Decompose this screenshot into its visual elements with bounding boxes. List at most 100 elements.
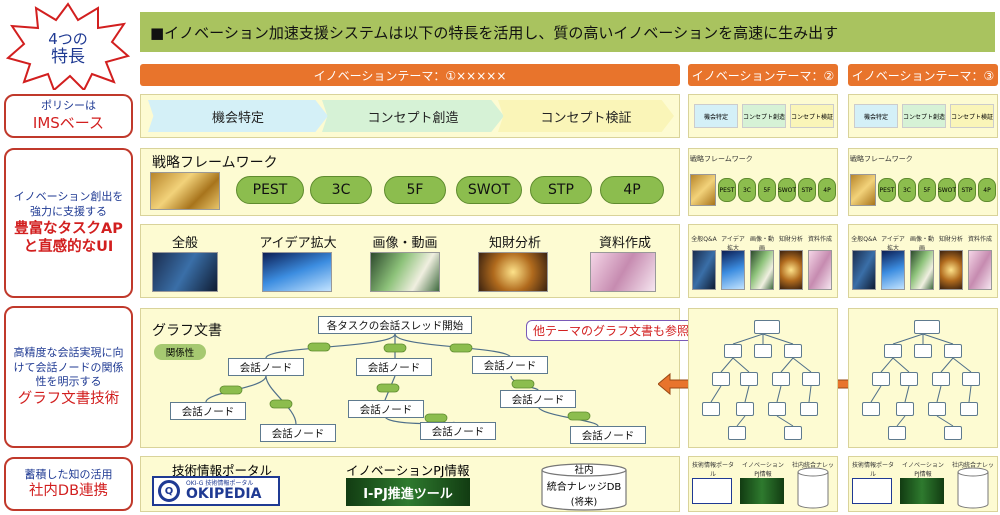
theme-3-cat-image-4	[939, 250, 963, 290]
kb-line2: 統合ナレッジDB	[547, 480, 622, 493]
theme-3-pill-6: 4P	[978, 178, 996, 202]
graph-node-6: 会話ノード	[500, 390, 576, 408]
theme-3-graph-node	[896, 402, 914, 416]
theme-2-db-label-2: イノベーションPJ情報	[742, 462, 784, 478]
media-image	[370, 252, 440, 292]
theme-2-graph-edges	[710, 333, 812, 427]
feature-banner: ■イノベーション加速支援システムは以下の特長を活用し、質の高いイノベーションを高…	[140, 12, 995, 52]
theme-3-kb-cylinder	[957, 467, 989, 509]
kb-line3: (将来)	[571, 497, 597, 508]
graph-root-node: 各タスクの会話スレッド開始	[318, 316, 472, 334]
pill-3c: 3C	[310, 176, 372, 204]
theme-3-cat-image-2	[881, 250, 905, 290]
theme-3-graph-node	[928, 402, 946, 416]
theme-2-graph-node	[800, 402, 818, 416]
theme-2-cat-5: 資料作成	[807, 236, 832, 243]
theme-3-cat-4: 知財分析	[938, 236, 963, 243]
theme-3-cat-image-3	[910, 250, 934, 290]
graph-node-4: 会話ノード	[170, 402, 246, 420]
tasks-small: イノベーション創出を強力に支援する	[13, 190, 124, 218]
okipedia-logo: Q OKI-G 技術情報ポータル OKIPEDIA	[152, 476, 280, 506]
theme-3-graph-node	[944, 344, 962, 358]
theme-2-header: イノベーションテーマ：②	[688, 64, 838, 86]
general-image	[152, 252, 218, 292]
theme-3-db-label-2: イノベーションPJ情報	[902, 462, 944, 478]
theme-3-graph-node	[914, 344, 932, 358]
graph-node-5: 会話ノード	[348, 400, 424, 418]
theme-3-pill-2: 3C	[898, 178, 916, 202]
theme-3-cat-image-5	[968, 250, 992, 290]
burst-badge: 4つの 特長	[6, 2, 130, 90]
theme-2-cat-image-5	[808, 250, 832, 290]
kb-line1: 社内	[574, 464, 593, 476]
graph-title: グラフ文書	[152, 323, 222, 339]
theme-3-graph-node	[944, 426, 962, 440]
theme-2-graph-node	[724, 344, 742, 358]
theme-2-pill-6: 4P	[818, 178, 836, 202]
theme-3-cat-1: 全般Q&A	[851, 236, 877, 243]
theme-2-cat-1: 全般Q&A	[691, 236, 717, 243]
theme-2-framework-title: 戦略フレームワーク	[690, 155, 753, 163]
cat-ip: 知財分析	[488, 236, 541, 251]
graph-node-7: 会話ノード	[260, 424, 336, 442]
phase-concept-creation: コンセプト創造	[322, 100, 504, 132]
theme-2-graph-node	[740, 372, 758, 386]
theme-3-graph-node	[872, 372, 890, 386]
left-db: 蓄積した知の活用 社内DB連携	[4, 457, 133, 511]
theme-3-graph-edges	[870, 333, 972, 427]
okipedia-q-icon: Q	[158, 480, 180, 502]
theme-2-graph-node	[736, 402, 754, 416]
theme-2-graph-node	[702, 402, 720, 416]
db-big: 社内DB連携	[28, 483, 109, 500]
policy-big: IMSベース	[32, 114, 105, 133]
phase-concept-verification: コンセプト検証	[498, 100, 674, 132]
theme-3-pill-3: 5F	[918, 178, 936, 202]
framework-title: 戦略フレームワーク	[152, 155, 278, 171]
theme-2-phase-3: コンセプト検証	[790, 104, 834, 128]
pill-stp: STP	[530, 176, 592, 204]
okipedia-name: OKIPEDIA	[186, 485, 262, 502]
theme-2-pill-5: STP	[798, 178, 816, 202]
theme-3-phase-1: 機会特定	[854, 104, 898, 128]
theme-3-cat-image-1	[852, 250, 876, 290]
okipedia-sub: OKI-G 技術情報ポータル	[186, 479, 254, 487]
theme-3-framework-title: 戦略フレームワーク	[850, 155, 913, 163]
theme-3-graph-node	[900, 372, 918, 386]
graph-callout: 他テーマのグラフ文書も参照可能	[526, 320, 721, 341]
theme-2-graph-node	[754, 344, 772, 358]
theme-2-kb-cylinder	[797, 467, 829, 509]
docs-image	[590, 252, 656, 292]
theme-2-graph-node	[802, 372, 820, 386]
cat-idea: アイデア拡大	[259, 236, 337, 251]
graph-node-1: 会話ノード	[228, 358, 304, 376]
theme-3-ipj-logo	[900, 478, 944, 504]
ip-image	[478, 252, 548, 292]
theme-2-pill-3: 5F	[758, 178, 776, 202]
graph-node-8: 会話ノード	[420, 422, 496, 440]
theme-2-phase-2: コンセプト創造	[742, 104, 786, 128]
framework-image	[150, 172, 220, 210]
graph-small: 高精度な会話実現に向けて会話ノードの関係性を明示する	[13, 345, 124, 389]
theme-3-graph-node	[884, 344, 902, 358]
theme-2-framework-image	[690, 174, 716, 206]
phase-opportunity: 機会特定	[148, 100, 328, 132]
theme-3-graph-node	[960, 402, 978, 416]
relation-legend: 関係性	[154, 344, 206, 360]
cat-general: 全般	[171, 236, 198, 251]
theme-2-pill-2: 3C	[738, 178, 756, 202]
theme-2-graph-node	[784, 344, 802, 358]
theme-2-cat-image-1	[692, 250, 716, 290]
theme-3-cat-2: アイデア拡大	[881, 236, 905, 252]
pill-4p: 4P	[600, 176, 664, 204]
theme-2-graph-node	[728, 426, 746, 440]
banner-text: ■イノベーション加速支援システムは以下の特長を活用し、質の高いイノベーションを高…	[150, 23, 839, 42]
theme-3-phase-3: コンセプト検証	[950, 104, 994, 128]
theme-3-pill-5: STP	[958, 178, 976, 202]
db-small: 蓄積した知の活用	[24, 467, 113, 481]
theme-2-pill-1: PEST	[718, 178, 736, 202]
cat-docs: 資料作成	[598, 236, 651, 251]
theme-3-cat-5: 資料作成	[967, 236, 992, 243]
policy-small: ポリシーは	[41, 99, 96, 113]
theme-2-cat-4: 知財分析	[778, 236, 803, 243]
theme-2-cat-image-3	[750, 250, 774, 290]
